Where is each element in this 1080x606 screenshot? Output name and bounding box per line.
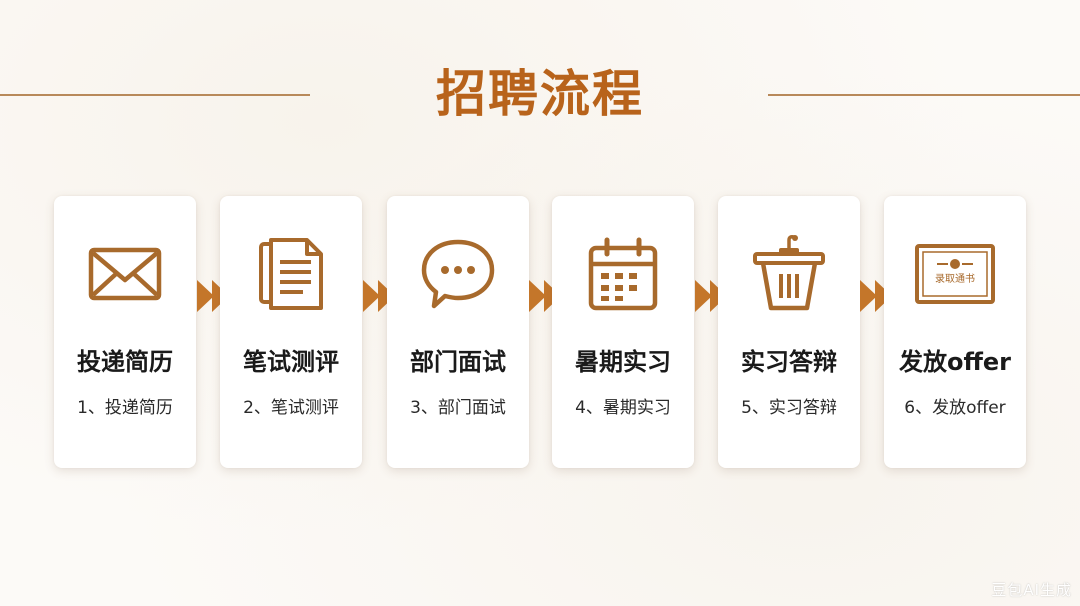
step-card-3: 部门面试 3、部门面试 — [387, 196, 529, 468]
step-name: 部门面试 — [410, 348, 506, 376]
double-chevron-right-icon — [363, 278, 401, 314]
step-description: 3、部门面试 — [410, 398, 506, 418]
step-card-6: 录取通书 发放offer 6、发放offer — [884, 196, 1026, 468]
title-rule-right — [768, 94, 1080, 96]
step-description: 4、暑期实习 — [575, 398, 671, 418]
step-card-5: 实习答辩 5、实习答辩 — [718, 196, 860, 468]
podium-icon — [749, 234, 829, 314]
step-name: 笔试测评 — [243, 348, 339, 376]
certificate-icon: 录取通书 — [915, 234, 995, 314]
step-card-1: 投递简历 1、投递简历 — [54, 196, 196, 468]
envelope-icon — [85, 234, 165, 314]
chat-bubble-icon — [418, 234, 498, 314]
process-steps: 投递简历 1、投递简历 笔试测评 2、笔试测评 — [0, 196, 1080, 472]
double-chevron-right-icon — [860, 278, 898, 314]
title-rule-left — [0, 94, 310, 96]
step-description: 1、投递简历 — [77, 398, 173, 418]
step-description: 6、发放offer — [904, 398, 1006, 418]
step-description: 2、笔试测评 — [243, 398, 339, 418]
step-name: 投递简历 — [77, 348, 173, 376]
step-card-2: 笔试测评 2、笔试测评 — [220, 196, 362, 468]
step-card-4: 暑期实习 4、暑期实习 — [552, 196, 694, 468]
certificate-icon-text: 录取通书 — [935, 273, 975, 285]
watermark: 豆包AI生成 — [991, 581, 1072, 599]
document-icon — [251, 234, 331, 314]
step-name: 暑期实习 — [575, 348, 671, 376]
step-description: 5、实习答辩 — [741, 398, 837, 418]
calendar-icon — [583, 234, 663, 314]
step-name: 实习答辩 — [741, 348, 837, 376]
step-name: 发放offer — [898, 348, 1012, 376]
page-title: 招聘流程 — [436, 65, 644, 123]
